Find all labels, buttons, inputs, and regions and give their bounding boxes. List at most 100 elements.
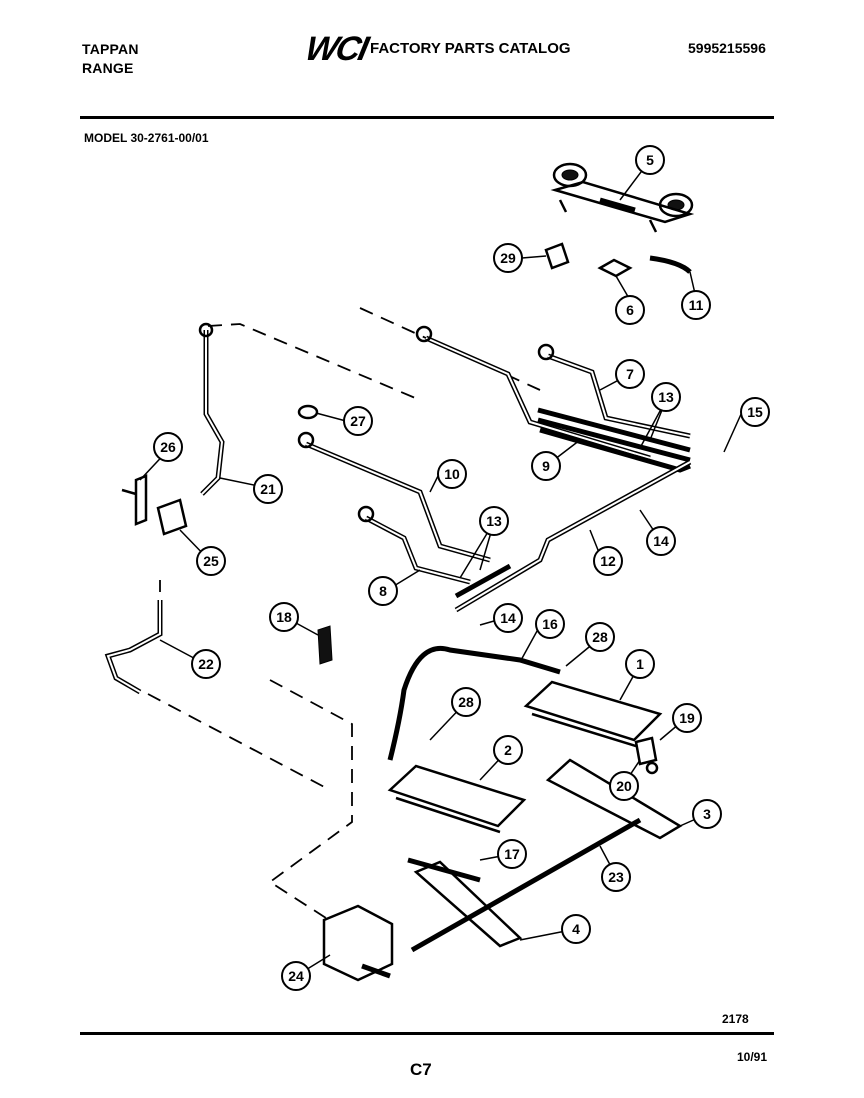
header-rule xyxy=(80,116,774,119)
figure-number: 2178 xyxy=(722,1012,749,1026)
callout-label: 14 xyxy=(500,610,516,626)
callout-label: 18 xyxy=(276,609,292,625)
brand-name: TAPPAN xyxy=(82,41,139,57)
wire-11 xyxy=(649,255,692,274)
callout-28: 28 xyxy=(585,622,615,652)
burner-2 xyxy=(387,764,527,834)
bracket-26 xyxy=(121,474,148,526)
catalog-title: FACTORY PARTS CATALOG xyxy=(370,40,571,57)
callout-8: 8 xyxy=(368,576,398,606)
igniter-17 xyxy=(407,857,481,883)
callout-label: 4 xyxy=(572,921,580,937)
callout-label: 21 xyxy=(260,481,276,497)
crossover-pipe-3 xyxy=(545,758,683,840)
callout-18: 18 xyxy=(269,602,299,632)
bracket-6 xyxy=(597,258,633,278)
callout-label: 27 xyxy=(350,413,366,429)
callout-3: 3 xyxy=(692,799,722,829)
page-number: C7 xyxy=(410,1060,432,1079)
callout-29: 29 xyxy=(493,243,523,273)
callout-17: 17 xyxy=(497,839,527,869)
product-type: RANGE xyxy=(82,60,134,76)
callout-27: 27 xyxy=(343,406,373,436)
callout-16: 16 xyxy=(535,609,565,639)
brand-block: TAPPAN RANGE xyxy=(82,40,139,78)
callout-label: 1 xyxy=(636,656,644,672)
callout-14: 14 xyxy=(493,603,523,633)
callout-20: 20 xyxy=(609,771,639,801)
callout-14: 14 xyxy=(646,526,676,556)
callout-11: 11 xyxy=(681,290,711,320)
callout-13: 13 xyxy=(479,506,509,536)
callout-label: 7 xyxy=(626,366,634,382)
igniter-19 xyxy=(634,736,658,766)
wire-16 xyxy=(387,646,561,761)
callout-25: 25 xyxy=(196,546,226,576)
callout-label: 5 xyxy=(646,152,654,168)
callout-23: 23 xyxy=(601,862,631,892)
callout-22: 22 xyxy=(191,649,221,679)
part-18 xyxy=(317,625,333,665)
callout-28: 28 xyxy=(451,687,481,717)
burner-valve-assembly xyxy=(550,162,695,233)
callout-label: 12 xyxy=(600,553,616,569)
print-date: 10/91 xyxy=(737,1050,768,1064)
callout-label: 10 xyxy=(444,466,460,482)
screw-20 xyxy=(645,761,659,775)
callout-label: 15 xyxy=(747,404,763,420)
callout-5: 5 xyxy=(635,145,665,175)
callout-label: 20 xyxy=(616,778,632,794)
callout-label: 29 xyxy=(500,250,516,266)
callout-12: 12 xyxy=(593,546,623,576)
callout-label: 6 xyxy=(626,302,634,318)
callout-24: 24 xyxy=(281,961,311,991)
footer-rule xyxy=(80,1032,774,1035)
callout-label: 22 xyxy=(198,656,214,672)
clip-29 xyxy=(544,242,570,270)
callout-label: 23 xyxy=(608,869,624,885)
callout-19: 19 xyxy=(672,703,702,733)
callout-label: 25 xyxy=(203,553,219,569)
callout-label: 28 xyxy=(458,694,474,710)
callout-21: 21 xyxy=(253,474,283,504)
model-number: MODEL 30-2761-00/01 xyxy=(84,131,209,145)
callout-label: 13 xyxy=(658,389,674,405)
tube-21 xyxy=(198,322,225,496)
burner-tube-9 xyxy=(415,325,651,461)
callout-2: 2 xyxy=(493,735,523,765)
callout-label: 11 xyxy=(689,297,704,313)
callout-9: 9 xyxy=(531,451,561,481)
callout-15: 15 xyxy=(740,397,770,427)
regulator-25 xyxy=(156,498,188,536)
callout-label: 24 xyxy=(288,968,304,984)
burner-tube-8 xyxy=(357,505,471,585)
callout-7: 7 xyxy=(615,359,645,389)
callout-label: 26 xyxy=(160,439,176,455)
callout-26: 26 xyxy=(153,432,183,462)
callout-label: 3 xyxy=(703,806,711,822)
callout-label: 2 xyxy=(504,742,512,758)
burner-tube-7 xyxy=(537,343,691,439)
callout-label: 28 xyxy=(592,629,608,645)
callout-label: 17 xyxy=(504,846,520,862)
oven-safety-valve-24 xyxy=(322,904,394,982)
callout-label: 13 xyxy=(486,513,502,529)
burner-tube-10 xyxy=(297,431,491,563)
callout-1: 1 xyxy=(625,649,655,679)
callout-13: 13 xyxy=(651,382,681,412)
manifold-pipe-12 xyxy=(454,459,692,613)
grommet-27 xyxy=(297,404,319,420)
tube-22 xyxy=(104,600,163,695)
catalog-number: 5995215596 xyxy=(688,40,766,56)
callout-label: 16 xyxy=(542,616,558,632)
callout-4: 4 xyxy=(561,914,591,944)
callout-6: 6 xyxy=(615,295,645,325)
callout-label: 9 xyxy=(542,458,550,474)
callout-label: 19 xyxy=(679,710,695,726)
callout-label: 8 xyxy=(379,583,387,599)
burner-1 xyxy=(523,680,663,748)
wire-23 xyxy=(410,817,642,953)
callout-label: 14 xyxy=(653,533,669,549)
